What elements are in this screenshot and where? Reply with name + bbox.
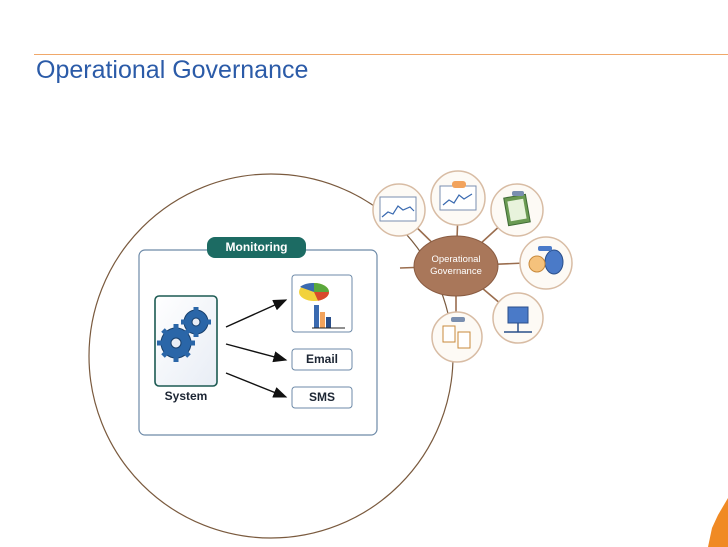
satellite-server	[492, 292, 544, 344]
slide-title: Operational Governance	[36, 56, 309, 84]
satellite-line-chart	[372, 183, 426, 237]
chart-icon	[299, 282, 345, 329]
satellite-dashboard-chart	[430, 170, 486, 226]
corner-accent	[708, 498, 728, 547]
satellite-database	[519, 236, 573, 290]
gear-icon	[157, 307, 211, 362]
monitoring-tab	[207, 237, 306, 258]
satellite-document	[490, 183, 544, 237]
governance-hub	[413, 235, 499, 297]
system-label: System	[164, 389, 208, 403]
email-box	[291, 348, 353, 371]
sms-box	[291, 386, 353, 409]
monitoring-label: Monitoring	[225, 240, 288, 254]
sms-label: SMS	[308, 390, 335, 404]
system-arrows	[225, 299, 288, 398]
satellite-file-transfer	[431, 311, 483, 363]
title-divider	[34, 54, 728, 55]
email-label: Email	[305, 352, 338, 366]
hub-label: Operational Governance	[430, 254, 482, 277]
